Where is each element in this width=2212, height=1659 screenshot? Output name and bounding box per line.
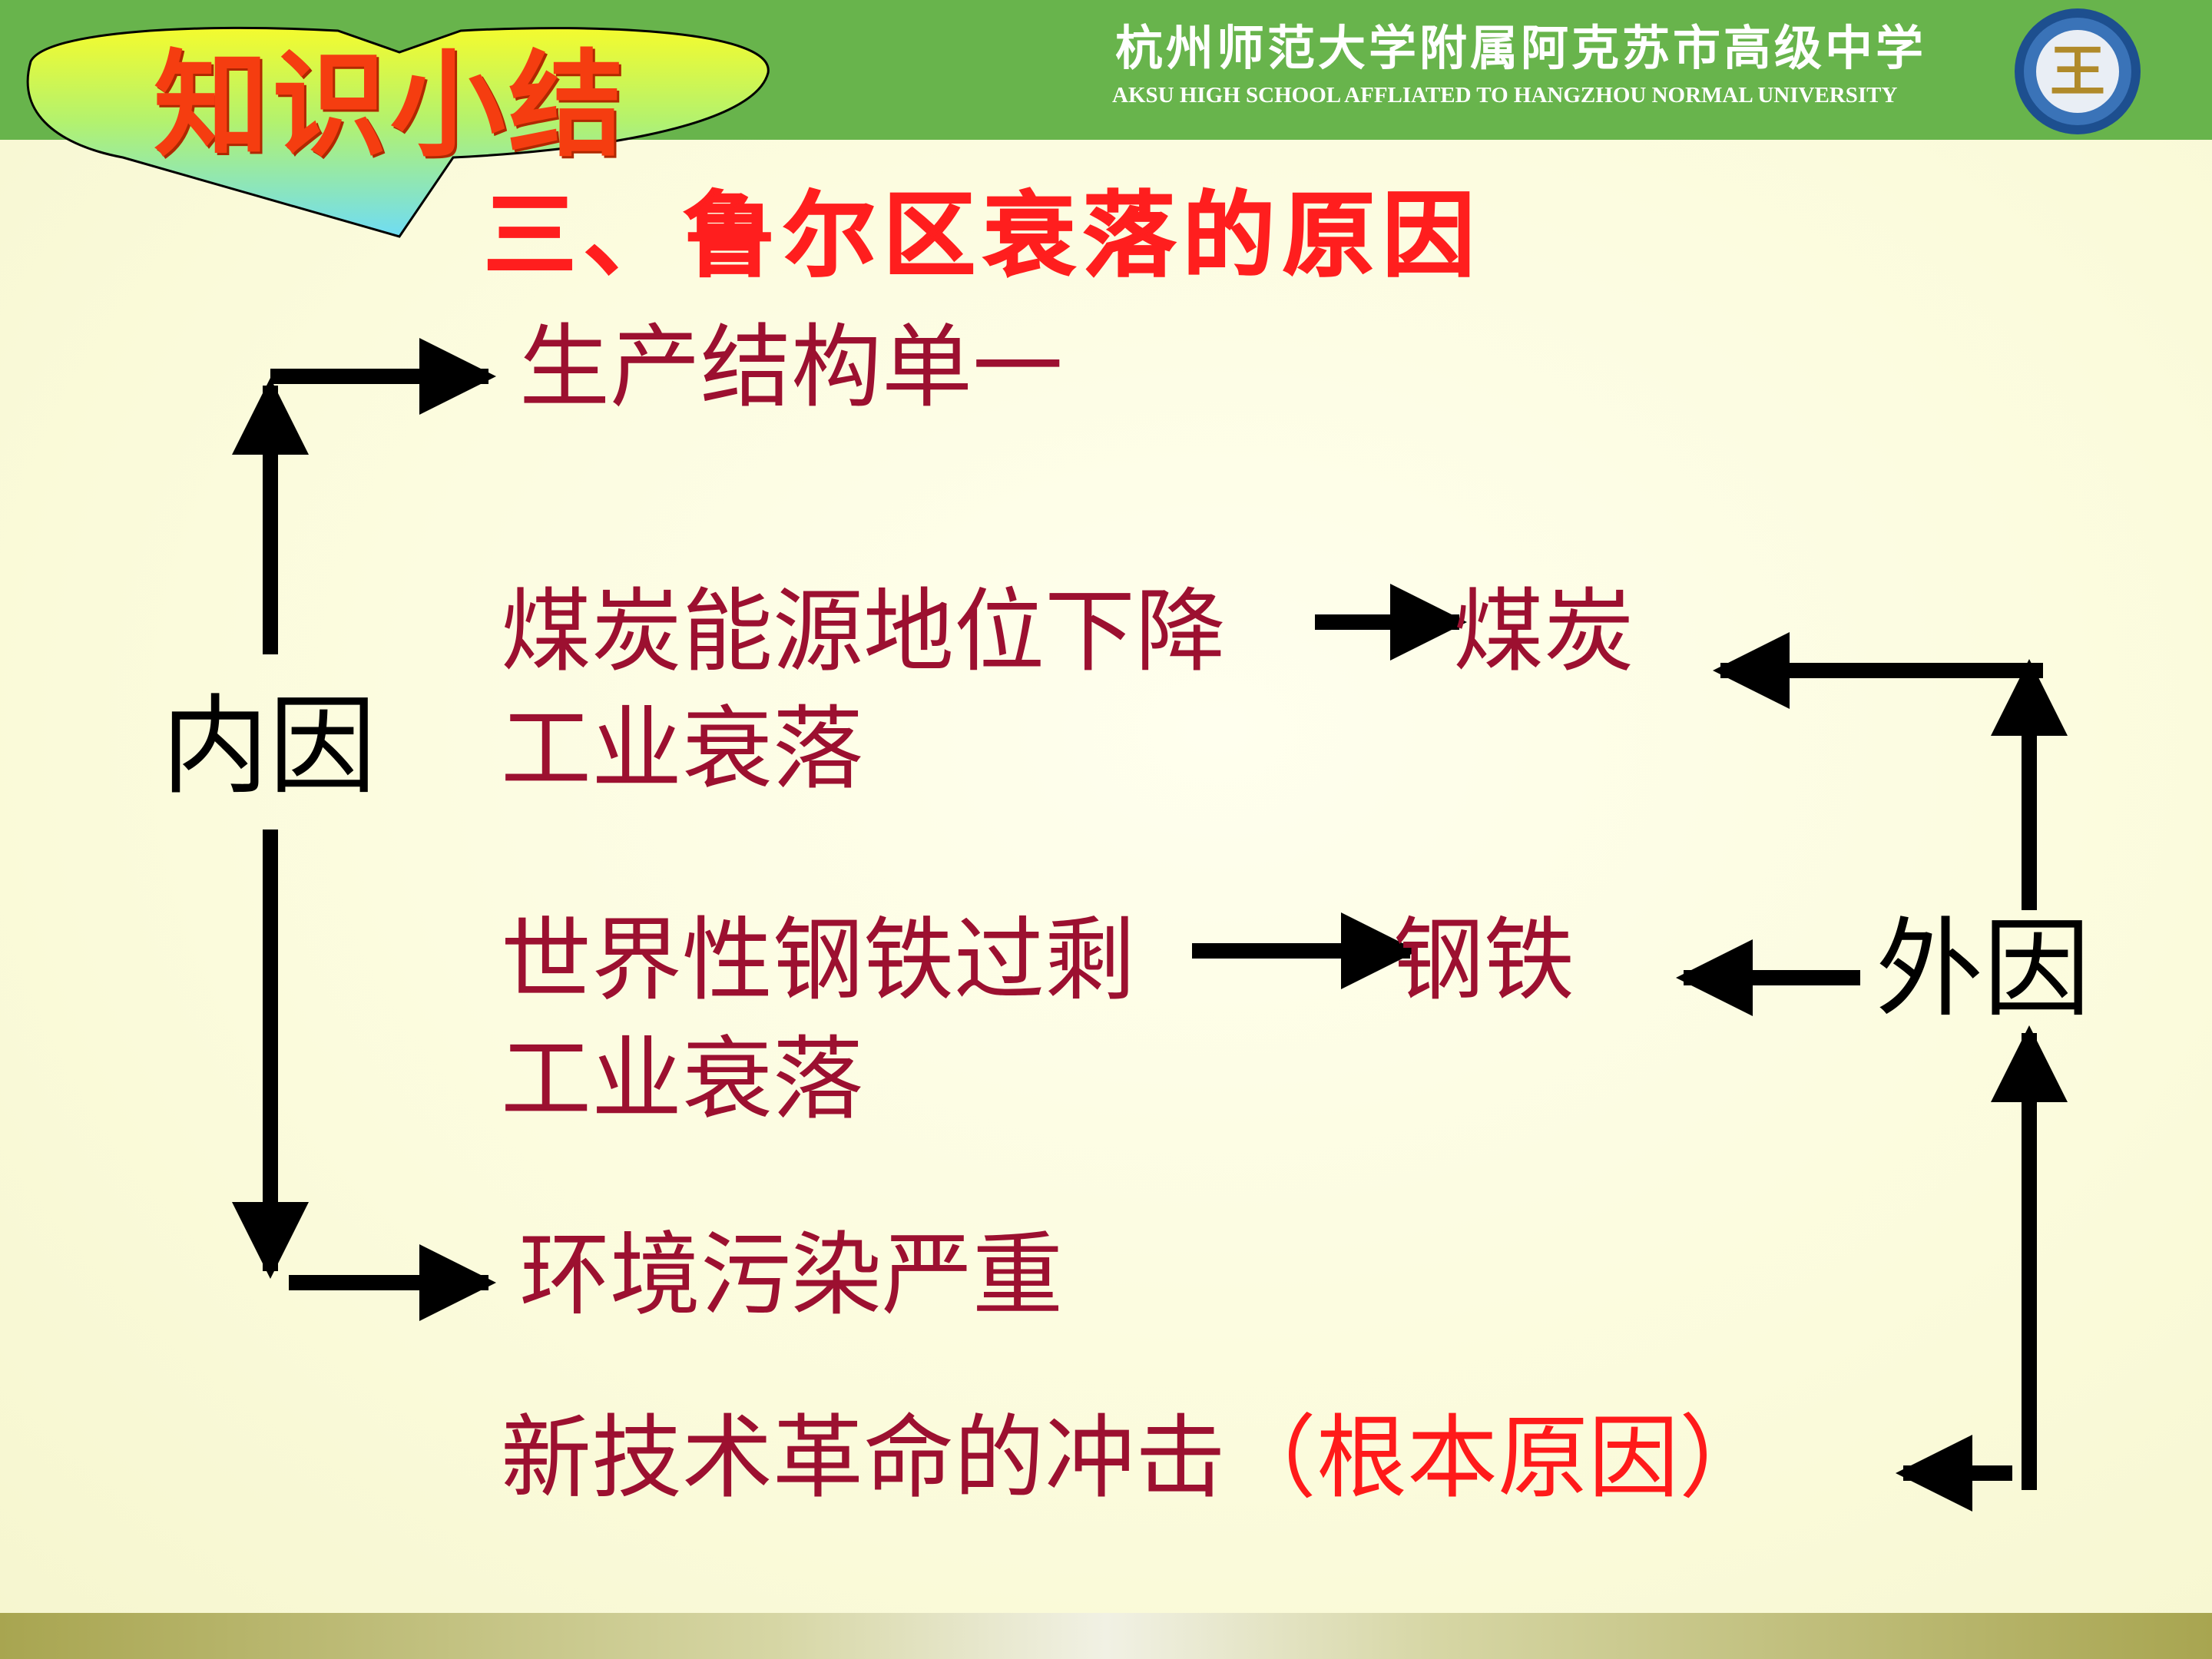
external-cause-label: 外因 <box>1876 907 2091 1032</box>
slide-heading: 三、鲁尔区衰落的原因 <box>483 182 1482 290</box>
item-coal-decline: 工业衰落 <box>501 696 864 802</box>
item-tech-root-cause: （根本原因） <box>1226 1405 1770 1511</box>
item-pollution: 环境污染严重 <box>519 1222 1064 1328</box>
item-steel-effect: 钢铁 <box>1393 907 1575 1013</box>
title-badge <box>26 26 770 238</box>
item-steel-decline: 工业衰落 <box>501 1026 864 1132</box>
school-logo-icon: 王 <box>2015 8 2141 134</box>
badge-title: 知识小结 <box>154 39 628 173</box>
school-name-en: AKSU HIGH SCHOOL AFFLIATED TO HANGZHOU N… <box>1112 83 1898 108</box>
logo-glyph: 王 <box>2050 39 2105 104</box>
item-tech-text: 新技术革命的冲击 <box>501 1405 1227 1511</box>
footer-bar <box>0 1613 2212 1659</box>
item-coal-effect: 煤炭 <box>1453 578 1635 684</box>
item-production-structure: 生产结构单一 <box>519 314 1064 420</box>
item-tech-revolution: 新技术革命的冲击（根本原因） <box>501 1404 1770 1512</box>
item-coal-cause: 煤炭能源地位下降 <box>501 578 1227 684</box>
item-steel-cause: 世界性钢铁过剩 <box>501 907 1136 1013</box>
slide-background <box>0 140 2212 1614</box>
internal-cause-label: 内因 <box>161 684 377 810</box>
school-name-cn: 杭州师范大学附属阿克苏市高级中学 <box>1115 20 1927 76</box>
